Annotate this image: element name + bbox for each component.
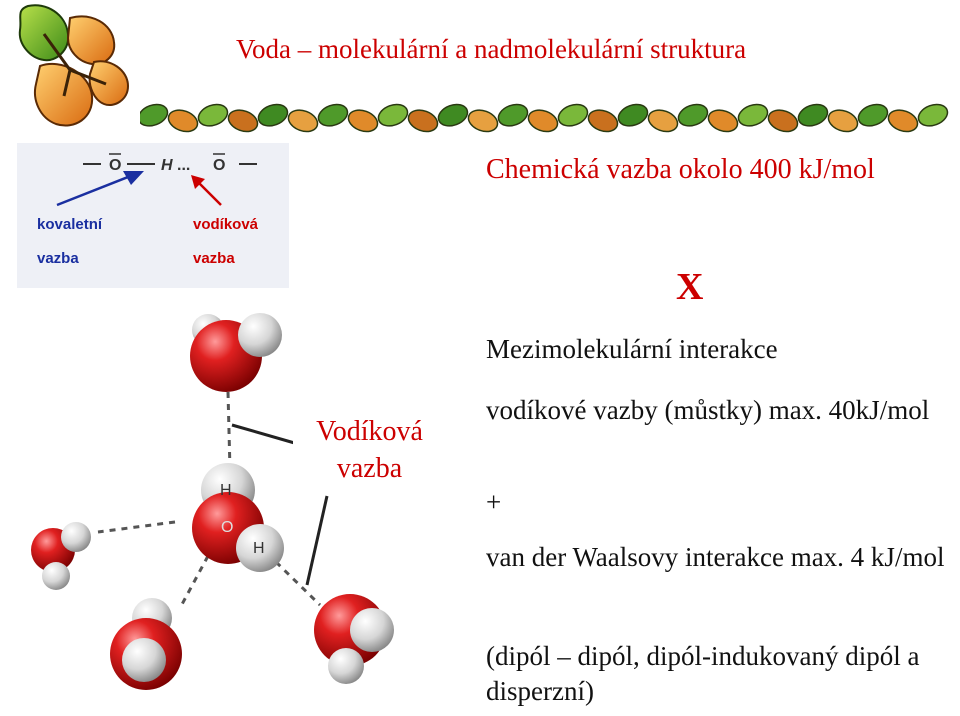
hydrogen-bond-diagram: O H ... O kovaletní vazba vodíková vazba (17, 143, 289, 288)
atom-label-h: H (220, 482, 232, 499)
chemical-bond-text: Chemická vazba okolo 400 kJ/mol (486, 154, 875, 185)
atom-label-o: O (221, 519, 233, 536)
leaf-border-icon (140, 103, 949, 133)
covalent-label: vazba (37, 250, 79, 267)
dipole-text: (dipól – dipól, dipól-indukovaný dipól a… (486, 641, 920, 706)
atom-label-h: H (253, 540, 265, 557)
hbond-dots: ... (177, 157, 190, 174)
covalent-label: kovaletní (37, 216, 103, 233)
atom-o1: O (109, 157, 121, 174)
covalent-arrow (56, 173, 134, 207)
page-title: Voda – molekulární a nadmolekulární stru… (236, 34, 747, 64)
intermolecular-heading: Mezimolekulární interakce (486, 334, 778, 364)
hydrogen-label: vodíková (193, 216, 259, 233)
callout-line: Vodíková (316, 416, 423, 447)
hydrogen-arrow (196, 180, 222, 206)
water-molecules-image: H O H (31, 313, 394, 690)
callout-line: vazba (336, 453, 403, 484)
hydrogen-label: vazba (193, 250, 235, 267)
van-der-waals-text: van der Waalsovy interakce max. 4 kJ/mol (486, 542, 945, 572)
hydrogen-bond-callout: Vodíková vazba (293, 413, 446, 493)
plus-sign: + (486, 487, 502, 517)
atom-o2: O (213, 157, 225, 174)
hydrogen-bonds-text: vodíkové vazby (můstky) max. 40kJ/mol (486, 395, 930, 425)
leaf-decoration-icon (18, 4, 130, 127)
versus-mark: X (676, 266, 704, 308)
atom-h: H (161, 157, 173, 174)
